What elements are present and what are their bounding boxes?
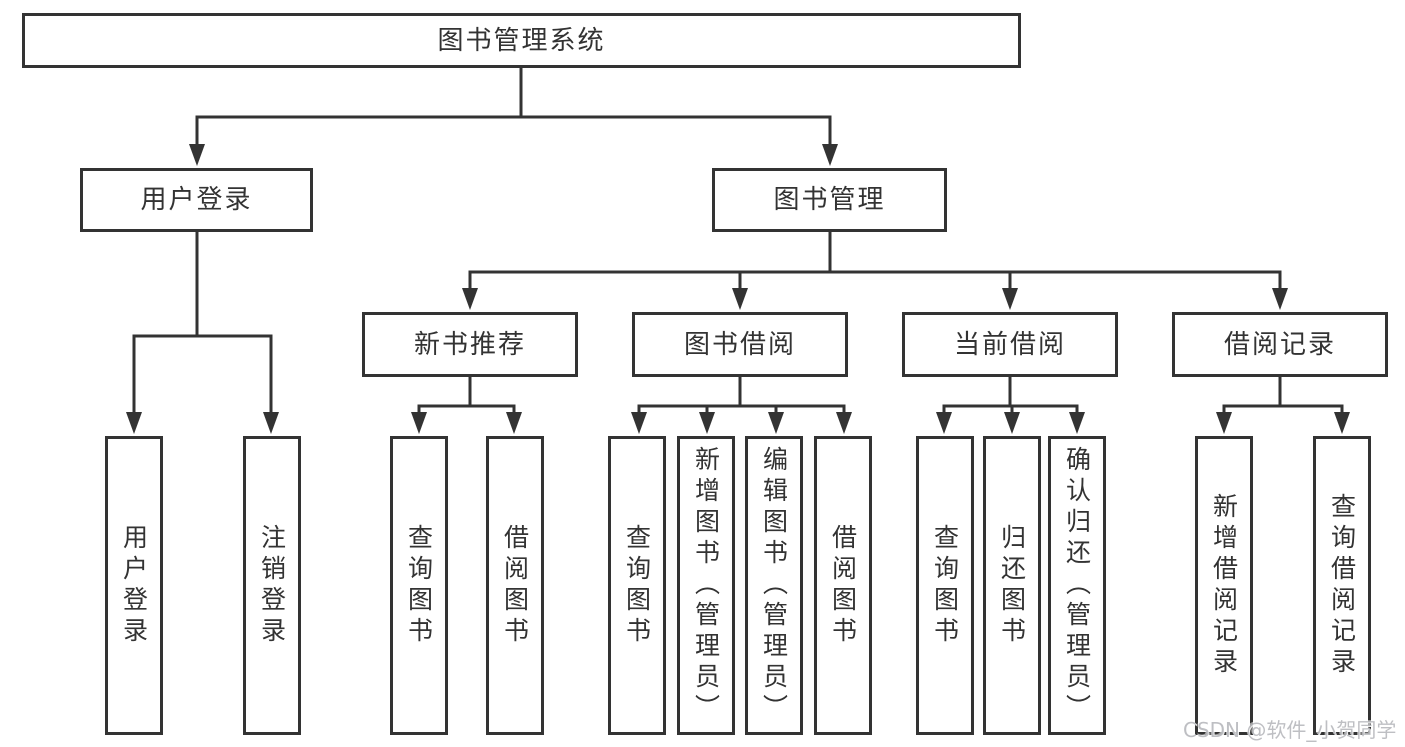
leaf-query-books-recommend: 查询图书 [390, 436, 448, 735]
node-label: 图书管理系统 [437, 25, 606, 56]
node-label: 用户登录 [119, 523, 149, 648]
node-label: 当前借阅 [953, 329, 1066, 360]
node-label: 图书借阅 [683, 329, 796, 360]
node-label: 借阅记录 [1223, 329, 1336, 360]
node-new-book-recommendation: 新书推荐 [362, 312, 578, 377]
leaf-add-borrow-record: 新增借阅记录 [1195, 436, 1253, 735]
leaf-logout: 注销登录 [243, 436, 301, 735]
node-label: 图书管理 [773, 185, 886, 215]
leaf-confirm-return-admin: 确认归还（管理员） [1048, 436, 1106, 735]
node-label: 借阅图书 [500, 523, 530, 648]
node-label: 借阅图书 [828, 523, 858, 648]
leaf-add-book-admin: 新增图书（管理员） [677, 436, 735, 735]
node-label: 查询图书 [404, 523, 434, 648]
node-label: 新增借阅记录 [1209, 492, 1239, 679]
node-label: 确认归还（管理员） [1062, 446, 1092, 725]
node-user-login: 用户登录 [80, 168, 313, 232]
node-borrowing-records: 借阅记录 [1172, 312, 1388, 377]
leaf-query-borrow-record: 查询借阅记录 [1313, 436, 1371, 735]
leaf-query-books-borrowing: 查询图书 [608, 436, 666, 735]
leaf-borrow-books-borrowing: 借阅图书 [814, 436, 872, 735]
node-label: 查询图书 [930, 523, 960, 648]
leaf-return-books: 归还图书 [983, 436, 1041, 735]
node-library-management-system: 图书管理系统 [22, 13, 1021, 68]
node-label: 查询图书 [622, 523, 652, 648]
node-label: 编辑图书（管理员） [759, 446, 789, 725]
leaf-user-login: 用户登录 [105, 436, 163, 735]
node-book-borrowing: 图书借阅 [632, 312, 848, 377]
node-label: 查询借阅记录 [1327, 492, 1357, 679]
node-label: 归还图书 [997, 523, 1027, 648]
node-book-management: 图书管理 [712, 168, 947, 232]
leaf-borrow-books-recommend: 借阅图书 [486, 436, 544, 735]
node-label: 新书推荐 [413, 329, 526, 360]
node-label: 用户登录 [140, 185, 253, 215]
node-label: 新增图书（管理员） [691, 446, 721, 725]
csdn-watermark: CSDN @软件_小贺同学 [1183, 718, 1397, 742]
node-label: 注销登录 [257, 523, 287, 648]
leaf-edit-book-admin: 编辑图书（管理员） [745, 436, 803, 735]
node-current-borrowing: 当前借阅 [902, 312, 1118, 377]
leaf-query-books-current: 查询图书 [916, 436, 974, 735]
